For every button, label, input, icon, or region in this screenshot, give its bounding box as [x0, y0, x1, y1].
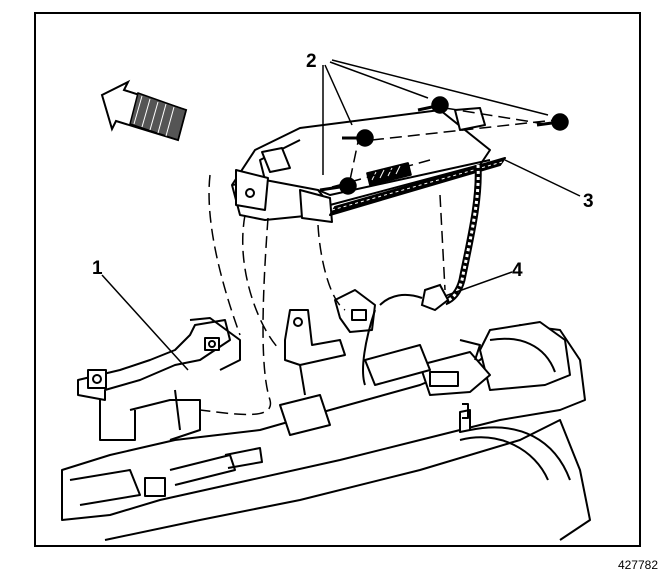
- callout-2: 2: [306, 51, 317, 72]
- bolt-icon: [342, 129, 374, 147]
- callout-4: 4: [512, 260, 523, 281]
- airbag-wiring-harness: [362, 164, 482, 386]
- alignment-lines: [199, 107, 556, 416]
- diagram-frame: [34, 12, 641, 547]
- callout-3: 3: [583, 191, 594, 212]
- figure-id: 427782: [617, 558, 658, 572]
- front-arrow-icon: [100, 79, 188, 142]
- instrument-panel-carrier: [61, 289, 591, 541]
- passenger-airbag-module: [231, 107, 506, 223]
- bolt-icon: [417, 96, 449, 114]
- leader-lines: [101, 59, 581, 371]
- callout-1: 1: [92, 258, 103, 279]
